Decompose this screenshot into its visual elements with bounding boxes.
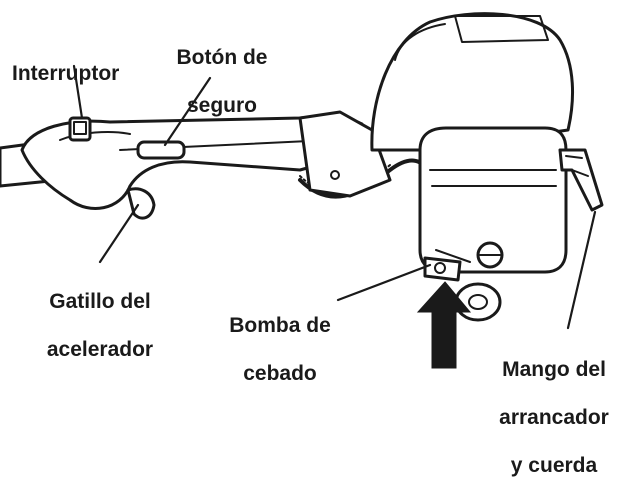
label-gatillo-line2: acelerador [30, 338, 170, 362]
label-bomba-line2: cebado [210, 362, 350, 386]
label-gatillo-line1: Gatillo del [30, 290, 170, 314]
leader-mango [568, 212, 595, 328]
leader-bomba [338, 265, 430, 300]
choke-knob [478, 243, 502, 267]
label-bomba: Bomba de cebado [210, 290, 350, 410]
label-interruptor-text: Interruptor [12, 62, 119, 86]
label-mango-line3: y cuerda [480, 454, 628, 478]
label-gatillo: Gatillo del acelerador [30, 266, 170, 386]
switch-interruptor [70, 118, 90, 140]
label-mango-line2: arrancador [480, 406, 628, 430]
label-boton-line2: seguro [162, 94, 282, 118]
safety-button [138, 142, 184, 158]
leader-gatillo [100, 205, 138, 262]
primer-bulb [425, 258, 460, 280]
lower-drum [456, 284, 500, 320]
label-boton-seguro: Botón de seguro [162, 22, 282, 142]
label-mango-line1: Mango del [480, 358, 628, 382]
label-boton-line1: Botón de [162, 46, 282, 70]
label-bomba-line1: Bomba de [210, 314, 350, 338]
label-mango: Mango del arrancador y cuerda [480, 334, 628, 502]
label-interruptor: Interruptor [12, 38, 119, 110]
